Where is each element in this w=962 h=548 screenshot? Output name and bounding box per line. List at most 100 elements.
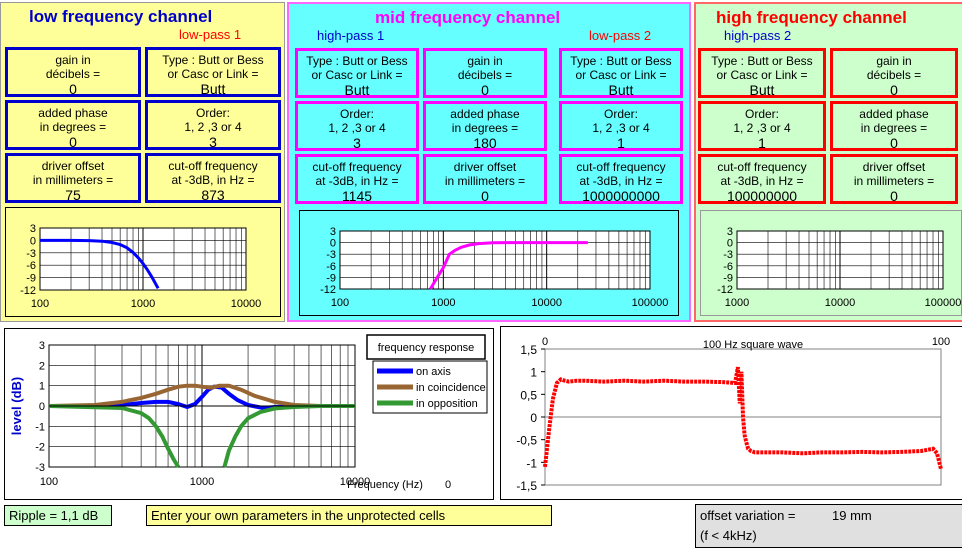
response-series-line-2 — [48, 404, 181, 469]
mid-param-value-4[interactable]: 180 — [473, 135, 497, 151]
low-param-cell-1: Type : Butt or Bess or Casc or Link =But… — [145, 47, 281, 97]
high-frequency-panel: high frequency channel high-pass 2 Type … — [694, 2, 962, 322]
low-param-label-2: added phase in degrees = — [38, 106, 108, 134]
high-param-value-1[interactable]: 0 — [890, 82, 898, 98]
response-x-axis-title: Frequency (Hz) — [347, 479, 423, 491]
high-param-value-0[interactable]: Butt — [749, 82, 775, 98]
high-mini-x-tick-label: 10000 — [825, 297, 856, 309]
low-param-label-4: driver offset in millimeters = — [32, 159, 114, 187]
high-param-label-3: added phase in degrees = — [859, 107, 929, 135]
low-mini-y-tick-label: -12 — [20, 285, 36, 297]
low-param-label-5: cut-off frequency at -3dB, in Hz = — [168, 159, 258, 187]
high-param-label-1: gain in décibels = — [866, 54, 922, 82]
mid-param-label-0: Type : Butt or Bess or Casc or Link = — [306, 54, 408, 82]
mid-mini-x-tick-label: 100 — [331, 297, 349, 309]
mid-param-value-7[interactable]: 0 — [481, 188, 489, 204]
square-y-tick-label: 0 — [530, 411, 537, 425]
response-y-tick-label: -1 — [35, 421, 45, 433]
high-param-label-0: Type : Butt or Bess or Casc or Link = — [711, 54, 813, 82]
response-y-tick-label: 2 — [39, 360, 45, 372]
high-channel-title: high frequency channel — [716, 8, 907, 27]
mid-param-cell-0: Type : Butt or Bess or Casc or Link =But… — [295, 48, 419, 98]
mid-param-label-7: driver offset in millimeters = — [444, 160, 526, 188]
low-mini-x-tick-label: 1000 — [131, 298, 155, 310]
mid-param-value-3[interactable]: 3 — [353, 135, 361, 151]
mid-mini-y-tick-label: -12 — [320, 284, 336, 296]
mid-mini-y-tick-label: -6 — [326, 261, 336, 273]
square-y-tick-label: 1 — [530, 366, 537, 380]
low-param-value-4[interactable]: 75 — [65, 187, 81, 203]
low-pass-2-label: low-pass 2 — [589, 28, 652, 43]
square-x-tick-label: 100 — [932, 336, 950, 348]
mid-param-label-3: Order: 1, 2 ,3 or 4 — [328, 107, 386, 135]
mid-frequency-panel: mid frequency channel high-pass 1 low-pa… — [287, 2, 691, 322]
response-y-tick-label: 3 — [39, 340, 45, 352]
low-param-cell-5: cut-off frequency at -3dB, in Hz =873 — [145, 153, 281, 203]
response-legend-title: frequency response — [378, 342, 475, 354]
mid-mini-y-tick-label: -9 — [326, 272, 336, 284]
low-mini-series-line-0 — [40, 238, 160, 290]
mid-param-cell-6: cut-off frequency at -3dB, in Hz =1145 — [295, 154, 419, 204]
response-series-line-0 — [49, 384, 355, 411]
low-mini-x-tick-label: 10000 — [231, 298, 262, 310]
response-y-tick-label: -2 — [35, 442, 45, 454]
mid-param-label-1: gain in décibels = — [457, 54, 513, 82]
mid-param-label-2: Type : Butt or Bess or Casc or Link = — [570, 54, 672, 82]
high-mini-x-tick-label: 100000 — [925, 297, 962, 309]
high-param-cell-4: cut-off frequency at -3dB, in Hz =100000… — [698, 154, 826, 204]
response-y-axis-title: level (dB) — [9, 377, 24, 436]
mid-param-cell-1: gain in décibels =0 — [423, 48, 547, 98]
response-y-tick-label: 0 — [39, 401, 45, 413]
square-x-tick-label: 0 — [542, 336, 548, 348]
offset-variation-condition: (f < 4kHz) — [700, 528, 757, 543]
high-mini-x-tick-label: 1000 — [725, 297, 749, 309]
response-x-extra-tick: 0 — [445, 479, 451, 491]
low-param-value-2[interactable]: 0 — [69, 134, 77, 150]
response-legend-label-1: in coincidence — [416, 382, 486, 394]
low-param-value-5[interactable]: 873 — [201, 187, 225, 203]
mid-param-value-8[interactable]: 1000000000 — [582, 188, 660, 204]
mid-param-label-6: cut-off frequency at -3dB, in Hz = — [312, 160, 402, 188]
low-param-value-0[interactable]: 0 — [69, 81, 77, 97]
response-series-line-1 — [48, 383, 355, 408]
high-param-cell-3: added phase in degrees =0 — [830, 101, 958, 151]
response-x-tick-label: 1000 — [190, 476, 214, 488]
high-param-value-3[interactable]: 0 — [890, 135, 898, 151]
response-x-tick-label: 100 — [40, 476, 58, 488]
square-wave-line — [543, 366, 943, 470]
mid-param-value-1[interactable]: 0 — [481, 82, 489, 98]
mid-param-value-5[interactable]: 1 — [617, 135, 625, 151]
mid-mini-y-tick-label: -3 — [326, 249, 336, 261]
mid-param-label-4: added phase in degrees = — [450, 107, 520, 135]
high-param-value-4[interactable]: 100000000 — [726, 188, 798, 204]
mid-mini-x-tick-label: 1000 — [431, 297, 455, 309]
high-mini-y-tick-label: 3 — [727, 226, 733, 238]
mid-param-cell-4: added phase in degrees =180 — [423, 101, 547, 151]
low-param-cell-4: driver offset in millimeters =75 — [5, 153, 141, 203]
mid-param-value-6[interactable]: 1145 — [341, 188, 373, 204]
mid-channel-title: mid frequency channel — [375, 8, 561, 27]
square-y-tick-label: -0,5 — [516, 434, 537, 448]
response-x-tick-label: 10000 — [340, 476, 371, 488]
low-mini-y-tick-label: -6 — [26, 260, 36, 272]
high-param-value-2[interactable]: 1 — [758, 135, 766, 151]
high-param-value-5[interactable]: 0 — [890, 188, 898, 204]
low-param-value-1[interactable]: Butt — [200, 81, 226, 97]
low-param-value-3[interactable]: 3 — [209, 134, 217, 150]
low-pass-1-label: low-pass 1 — [179, 27, 242, 42]
mid-param-value-0[interactable]: Butt — [344, 82, 370, 98]
offset-variation-box: offset variation = 19 mm (f < 4kHz) — [695, 504, 962, 548]
square-y-tick-label: -1 — [526, 456, 537, 470]
mid-param-value-2[interactable]: Butt — [608, 82, 634, 98]
mid-mini-x-tick-label: 10000 — [531, 297, 562, 309]
